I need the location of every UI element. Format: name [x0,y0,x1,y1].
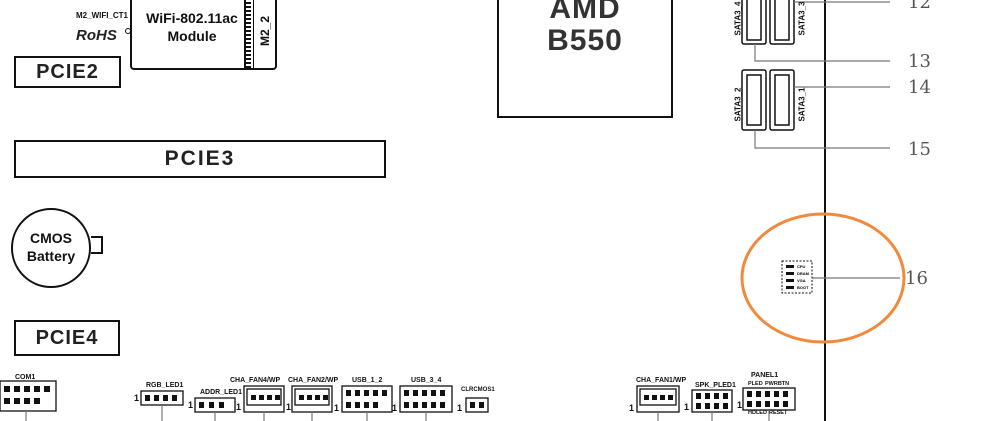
panel-pin1-marker: 1 [737,400,743,410]
pwrbtn-label: PWRBTN [765,381,790,387]
com1-header [0,380,57,412]
callout-line-15 [754,130,890,149]
cmos-battery-line1: CMOS [30,230,72,246]
clrcmos-label: CLRCMOS1 [461,387,495,393]
pcie2-label: PCIE2 [36,60,99,83]
rgb-pin1-marker: 1 [134,393,140,403]
callout-line-13 [754,44,890,62]
wifi-ct-label: M2_WIFI_CT1 [76,11,129,20]
highlight-circle [740,212,906,344]
callout-15: 15 [908,139,931,160]
sata3-4-port [741,0,767,45]
cha-fan1-label: CHA_FAN1/WP [636,377,687,384]
debug-led-block [781,260,813,294]
callout-16: 16 [905,268,928,289]
cha-fan4-label: CHA_FAN4/WP [230,377,281,384]
usb12-label: USB_1_2 [352,377,383,384]
cmos-battery: CMOS Battery [11,208,91,288]
addr-led-label: ADDR_LED1 [200,389,243,396]
usb34-pin1-marker: 1 [392,403,398,413]
clrcmos-header [465,397,489,413]
hdled-label: HDLED [748,410,767,416]
cmos-battery-tab [91,236,103,254]
reset-label: RESET [769,410,788,416]
pcie4-slot: PCIE4 [14,320,120,356]
pcie3-label: PCIE3 [164,147,236,170]
wifi-module-subtitle: Module [167,28,217,44]
rohs-label: RoHS [76,27,117,44]
wifi-module: WiFi-802.11ac Module M2_2 [130,0,277,70]
pcie3-slot: PCIE3 [14,140,386,178]
m2-slot-edge [244,0,251,68]
pcie4-label: PCIE4 [35,326,99,349]
callout-lines [754,1,900,279]
sata3-1-port [769,69,795,131]
callout-13: 13 [908,51,931,72]
amd-b550-chipset: AMD B550 [497,0,673,118]
cmos-battery-line2: Battery [26,248,76,264]
usb12-pin1-marker: 1 [334,403,340,413]
sata-port-group-bottom [741,69,795,131]
chipset-model: B550 [547,24,623,57]
wifi-module-title: WiFi-802.11ac [146,10,238,26]
usb12-header [341,385,393,413]
debug-led-dram-label: DRAM [797,271,809,276]
debug-led-cpu-label: CPU [797,264,806,269]
debug-led-vga-label: VGA [797,278,806,283]
spk-pled-label: SPK_PLED1 [695,382,736,389]
sata-port-group-top [741,0,795,45]
usb34-label: USB_3_4 [411,377,442,384]
cha-fan2-label: CHA_FAN2/WP [288,377,339,384]
panel-label: PANEL1 [751,372,779,379]
board-edge-line [824,0,826,421]
cha-fan2-pin1-marker: 1 [286,402,292,412]
cha-fan1-pin1-marker: 1 [629,403,635,413]
clrcmos-pin1-marker: 1 [457,403,463,413]
callout-14: 14 [908,77,931,98]
spk-pin1-marker: 1 [684,402,690,412]
addr-pin1-marker: 1 [188,400,194,410]
cha-fan4-pin1-marker: 1 [236,402,242,412]
debug-led-boot-label: BOOT [797,285,809,290]
chipset-brand: AMD [549,0,621,25]
sata3-3-port [769,0,795,45]
rgb-led-label: RGB_LED1 [146,382,184,389]
callout-12: 12 [908,0,931,13]
pcie2-slot: PCIE2 [14,56,121,88]
m2-slot-label-box: M2_2 [253,0,275,68]
pled-label: PLED [748,381,763,387]
com1-label: COM1 [15,374,36,381]
usb34-header [399,385,453,413]
sata3-2-port [741,69,767,131]
